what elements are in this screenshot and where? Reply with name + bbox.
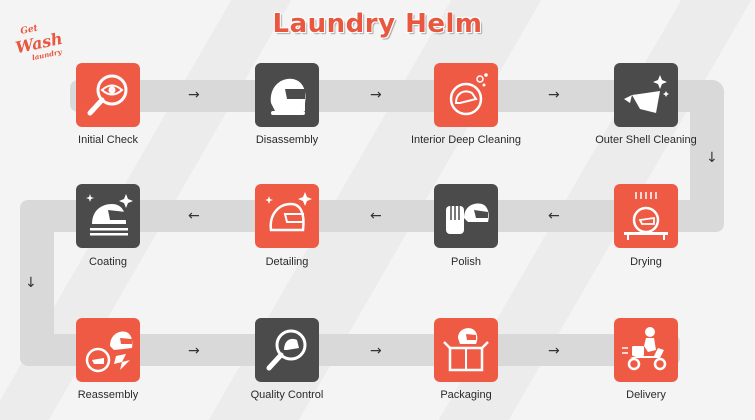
helmet-dryer-icon (624, 192, 668, 240)
arrow-right-icon: → (370, 343, 382, 359)
step-label: Quality Control (250, 389, 324, 401)
arrow-left-icon: ← (370, 208, 382, 224)
arrow-left-icon: ← (548, 208, 560, 224)
arrow-left-icon: ← (188, 208, 200, 224)
arrow-down-icon: ↓ (706, 150, 718, 166)
step-reassembly-tile (76, 318, 140, 382)
step-label: Reassembly (77, 389, 139, 401)
step-label: Outer Shell Cleaning (595, 134, 697, 146)
glove-helmet-icon (446, 203, 489, 234)
step-polish-tile (434, 184, 498, 248)
helmet-sparkle-icon (265, 192, 312, 232)
helmet-coating-icon (86, 194, 133, 236)
box-helmet-icon (443, 328, 489, 372)
step-label: Coating (89, 256, 127, 268)
step-label: Detailing (265, 256, 309, 268)
step-quality-control-tile (255, 318, 319, 382)
step-label: Polish (451, 256, 481, 268)
step-drying-tile (614, 184, 678, 248)
flow-track-row1 (70, 80, 720, 112)
page-title: Laundry Helm (272, 9, 483, 39)
step-label: Initial Check (78, 134, 138, 146)
step-label: Interior Deep Cleaning (410, 134, 522, 146)
helmet-icon (270, 78, 306, 115)
step-initial-check-tile (76, 63, 140, 127)
step-disassembly-tile (255, 63, 319, 127)
step-label: Drying (630, 256, 662, 268)
scooter-delivery-icon (622, 327, 667, 371)
magnifier-helmet-icon (266, 329, 307, 371)
arrow-right-icon: → (548, 343, 560, 359)
arrow-right-icon: → (188, 87, 200, 103)
step-label: Packaging (440, 389, 492, 401)
step-label: Disassembly (255, 134, 319, 146)
step-coating-tile (76, 184, 140, 248)
arrow-right-icon: → (548, 87, 560, 103)
step-label: Delivery (626, 389, 666, 401)
arrow-right-icon: → (370, 87, 382, 103)
helmets-reassembly-icon (85, 331, 133, 373)
helmet-interior-bubbles-icon (449, 73, 488, 116)
arrow-down-icon: ↓ (25, 275, 37, 291)
arrow-right-icon: → (188, 343, 200, 359)
step-detailing-tile (255, 184, 319, 248)
shell-sparkle-icon (624, 75, 669, 113)
step-outer-shell-cleaning-tile (614, 63, 678, 127)
step-interior-deep-cleaning-tile (434, 63, 498, 127)
step-delivery-tile (614, 318, 678, 382)
magnifier-eye-icon (87, 74, 128, 116)
step-packaging-tile (434, 318, 498, 382)
